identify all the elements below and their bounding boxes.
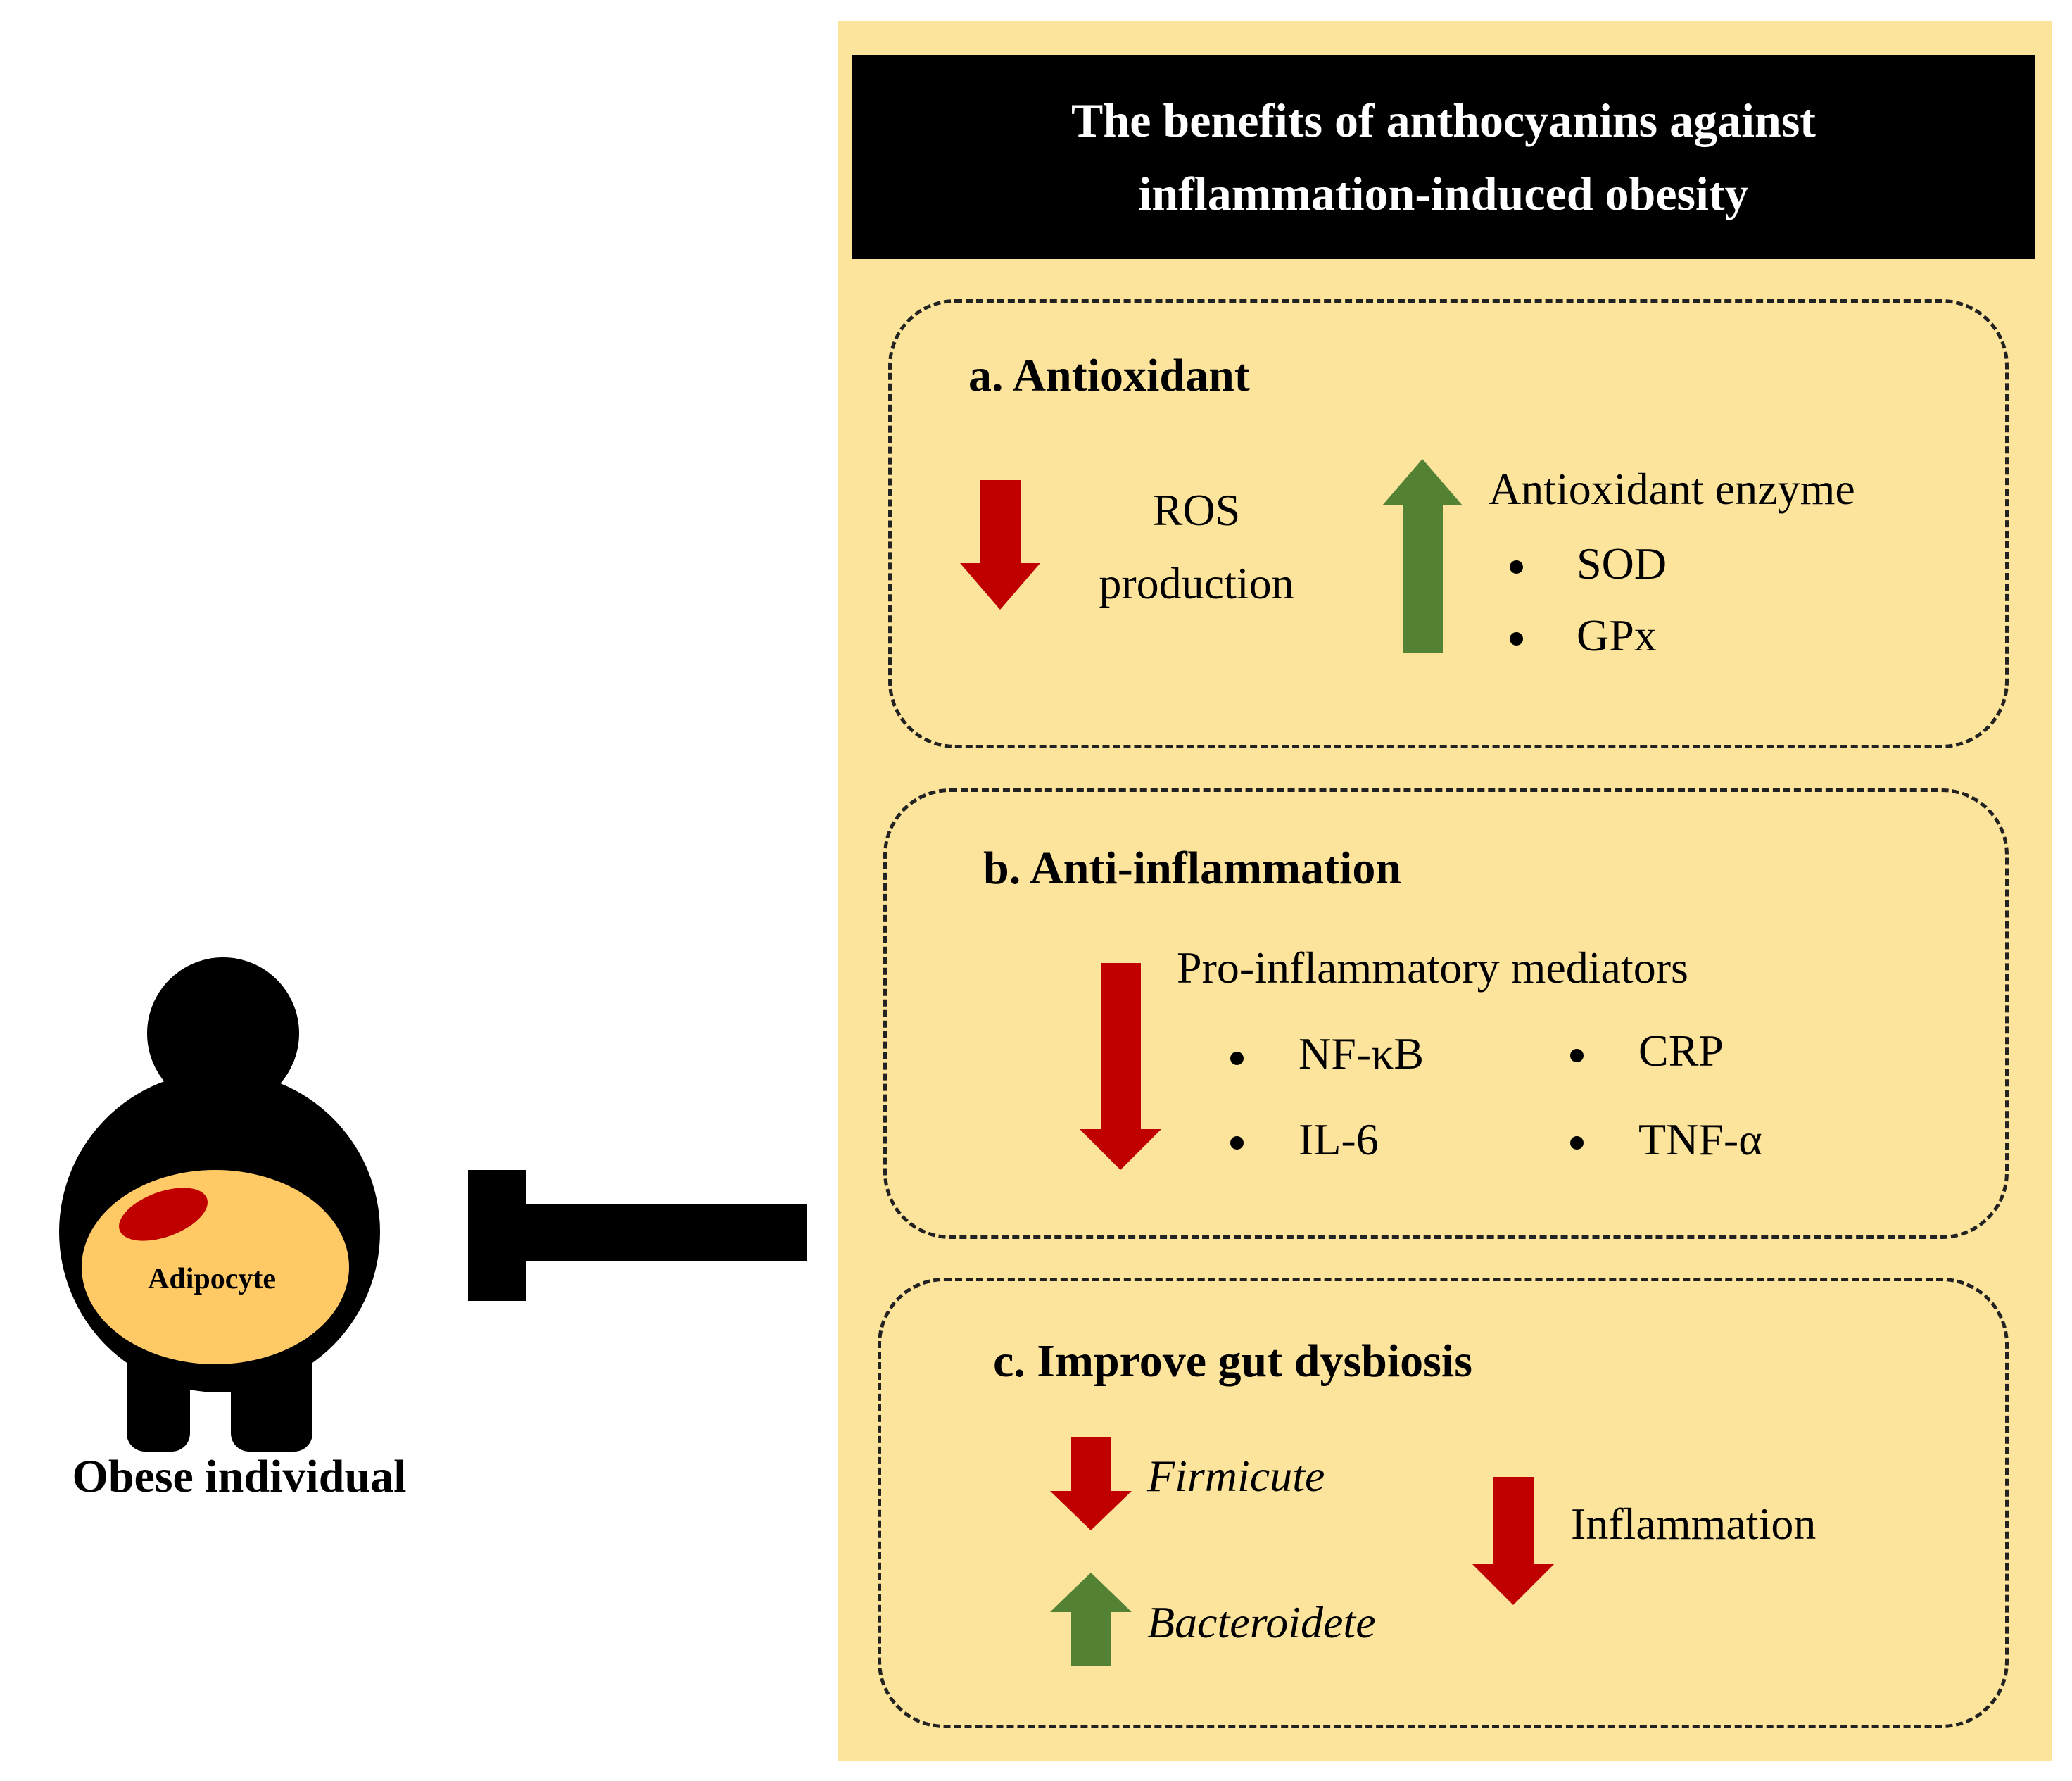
bacteroidete-up-arrow: [1050, 1573, 1132, 1666]
firmicute-label: Firmicute: [1147, 1451, 1325, 1501]
bullet: [1510, 560, 1523, 574]
firmicute-down-arrow: [1050, 1437, 1132, 1530]
mediator-il6: IL-6: [1299, 1114, 1379, 1164]
bullet: [1230, 1052, 1244, 1065]
bullet: [1570, 1136, 1584, 1150]
ros-label-line2: production: [1099, 558, 1294, 608]
bullet: [1230, 1136, 1244, 1150]
panel-title-line2: inflammation-induced obesity: [1138, 167, 1749, 220]
mediators-down-arrow: [1080, 963, 1161, 1170]
enzyme-up-arrow: [1382, 459, 1463, 653]
section-b-heading: b. Anti-inflammation: [983, 843, 1402, 894]
mediator-nfkb: NF-κB: [1299, 1028, 1424, 1078]
adipocyte-label: Adipocyte: [148, 1263, 276, 1295]
enzyme-item-sod: SOD: [1577, 539, 1667, 589]
antioxidant-card: [888, 299, 2009, 748]
panel-title-line1: The benefits of anthocyanins against: [1071, 94, 1816, 147]
section-a-heading: a. Antioxidant: [968, 350, 1250, 401]
head: [147, 957, 299, 1109]
inflammation-label: Inflammation: [1571, 1499, 1817, 1549]
bullet: [1510, 632, 1523, 646]
section-c-heading: c. Improve gut dysbiosis: [993, 1335, 1472, 1387]
mediator-tnfa: TNF-α: [1638, 1114, 1762, 1164]
adipocyte-nucleus: [119, 1188, 208, 1241]
ros-down-arrow: [960, 480, 1040, 610]
inflammation-down-arrow: [1472, 1477, 1554, 1605]
inhibition-bar-line: [468, 1204, 807, 1261]
panel-title: The benefits of anthocyanins against inf…: [852, 55, 2035, 259]
mediator-crp: CRP: [1638, 1026, 1724, 1076]
bacteroidete-label: Bacteroidete: [1147, 1597, 1376, 1647]
obese-individual-label: Obese individual: [72, 1451, 407, 1502]
bullet: [1570, 1049, 1584, 1062]
ros-label-line1: ROS: [1152, 485, 1241, 535]
gut-dysbiosis-card: [878, 1278, 2009, 1728]
benefits-panel: [838, 21, 2052, 1761]
mediators-label: Pro-inflammatory mediators: [1177, 943, 1688, 993]
enzyme-label: Antioxidant enzyme: [1489, 464, 1855, 514]
enzyme-item-gpx: GPx: [1577, 610, 1657, 660]
anti-inflammation-card: [883, 788, 2009, 1239]
